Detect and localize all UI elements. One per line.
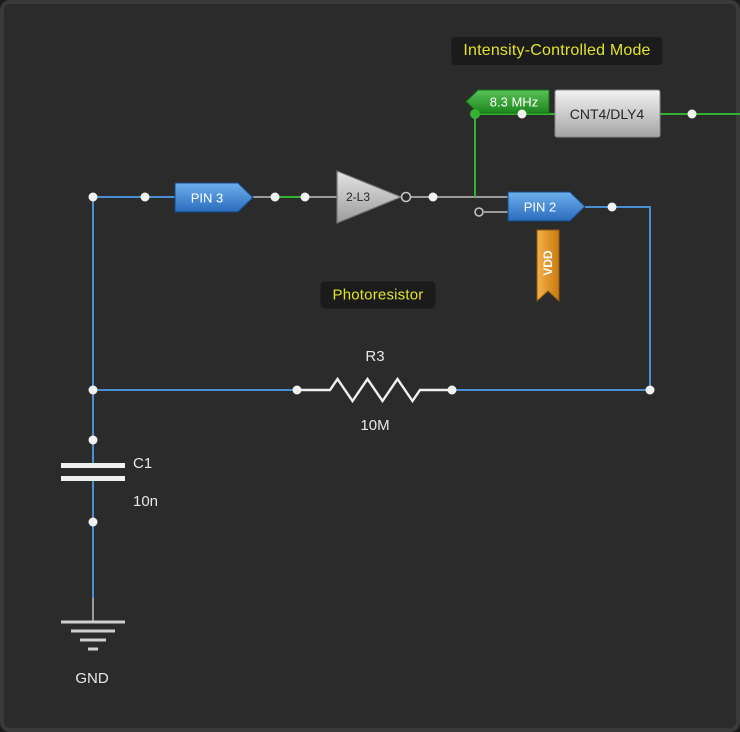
wire-left-rail[interactable] xyxy=(92,196,175,463)
mode-annotation[interactable]: Intensity-Controlled Mode xyxy=(451,37,663,65)
junction-dot xyxy=(88,435,98,445)
junction-dot xyxy=(645,385,655,395)
resistor-value-label: 10M xyxy=(360,417,389,434)
pin2-label: PIN 2 xyxy=(524,200,557,215)
clock-flag-shape xyxy=(465,89,550,114)
wire-r3-right-rail[interactable] xyxy=(452,206,651,391)
counter-shape xyxy=(554,89,661,138)
junction-dot xyxy=(447,385,457,395)
resistor-symbol[interactable] xyxy=(297,376,452,404)
clock-junction-dot xyxy=(470,109,480,119)
pin3-block[interactable]: PIN 3 xyxy=(174,182,254,213)
resistor-ref-label: R3 xyxy=(365,348,384,365)
inverter-bubble xyxy=(400,191,412,203)
inverter-label: 2-L3 xyxy=(346,190,370,204)
pin3-label: PIN 3 xyxy=(191,191,224,206)
junction-dot xyxy=(428,192,438,202)
junction-dot xyxy=(88,385,98,395)
pin2-shape xyxy=(507,191,586,222)
counter-label: CNT4/DLY4 xyxy=(570,106,645,122)
capacitor-value-label: 10n xyxy=(133,493,158,510)
counter-block[interactable]: CNT4/DLY4 xyxy=(554,89,661,138)
pin3-shape xyxy=(174,182,254,213)
wire-clock-net[interactable] xyxy=(474,113,555,197)
ground-label: GND xyxy=(75,670,109,687)
ground-symbol[interactable] xyxy=(61,620,125,651)
junction-dot xyxy=(517,109,527,119)
junction-dot xyxy=(140,192,150,202)
capacitor-ref-label: C1 xyxy=(133,455,152,472)
junction-dot xyxy=(270,192,280,202)
junction-dots xyxy=(88,109,697,527)
inverter-shape xyxy=(336,170,403,224)
vdd-shape xyxy=(536,229,560,303)
inverter-block[interactable]: 2-L3 xyxy=(336,170,412,224)
clock-flag-label: 8.3 MHz xyxy=(490,95,538,110)
capacitor-plate-top[interactable] xyxy=(61,463,125,468)
vdd-label: VDD xyxy=(541,250,555,276)
pin2-oe-bubble xyxy=(474,207,484,217)
photoresistor-annotation[interactable]: Photoresistor xyxy=(320,281,436,309)
vdd-flag[interactable]: VDD xyxy=(536,229,560,303)
capacitor-plate-bottom[interactable] xyxy=(61,476,125,481)
junction-dot xyxy=(300,192,310,202)
pin2-block[interactable]: PIN 2 xyxy=(507,191,586,222)
junction-dot xyxy=(292,385,302,395)
junction-dot xyxy=(88,517,98,527)
junction-dot xyxy=(607,202,617,212)
junction-dot xyxy=(687,109,697,119)
clock-flag[interactable]: 8.3 MHz xyxy=(465,89,550,114)
junction-dot xyxy=(88,192,98,202)
